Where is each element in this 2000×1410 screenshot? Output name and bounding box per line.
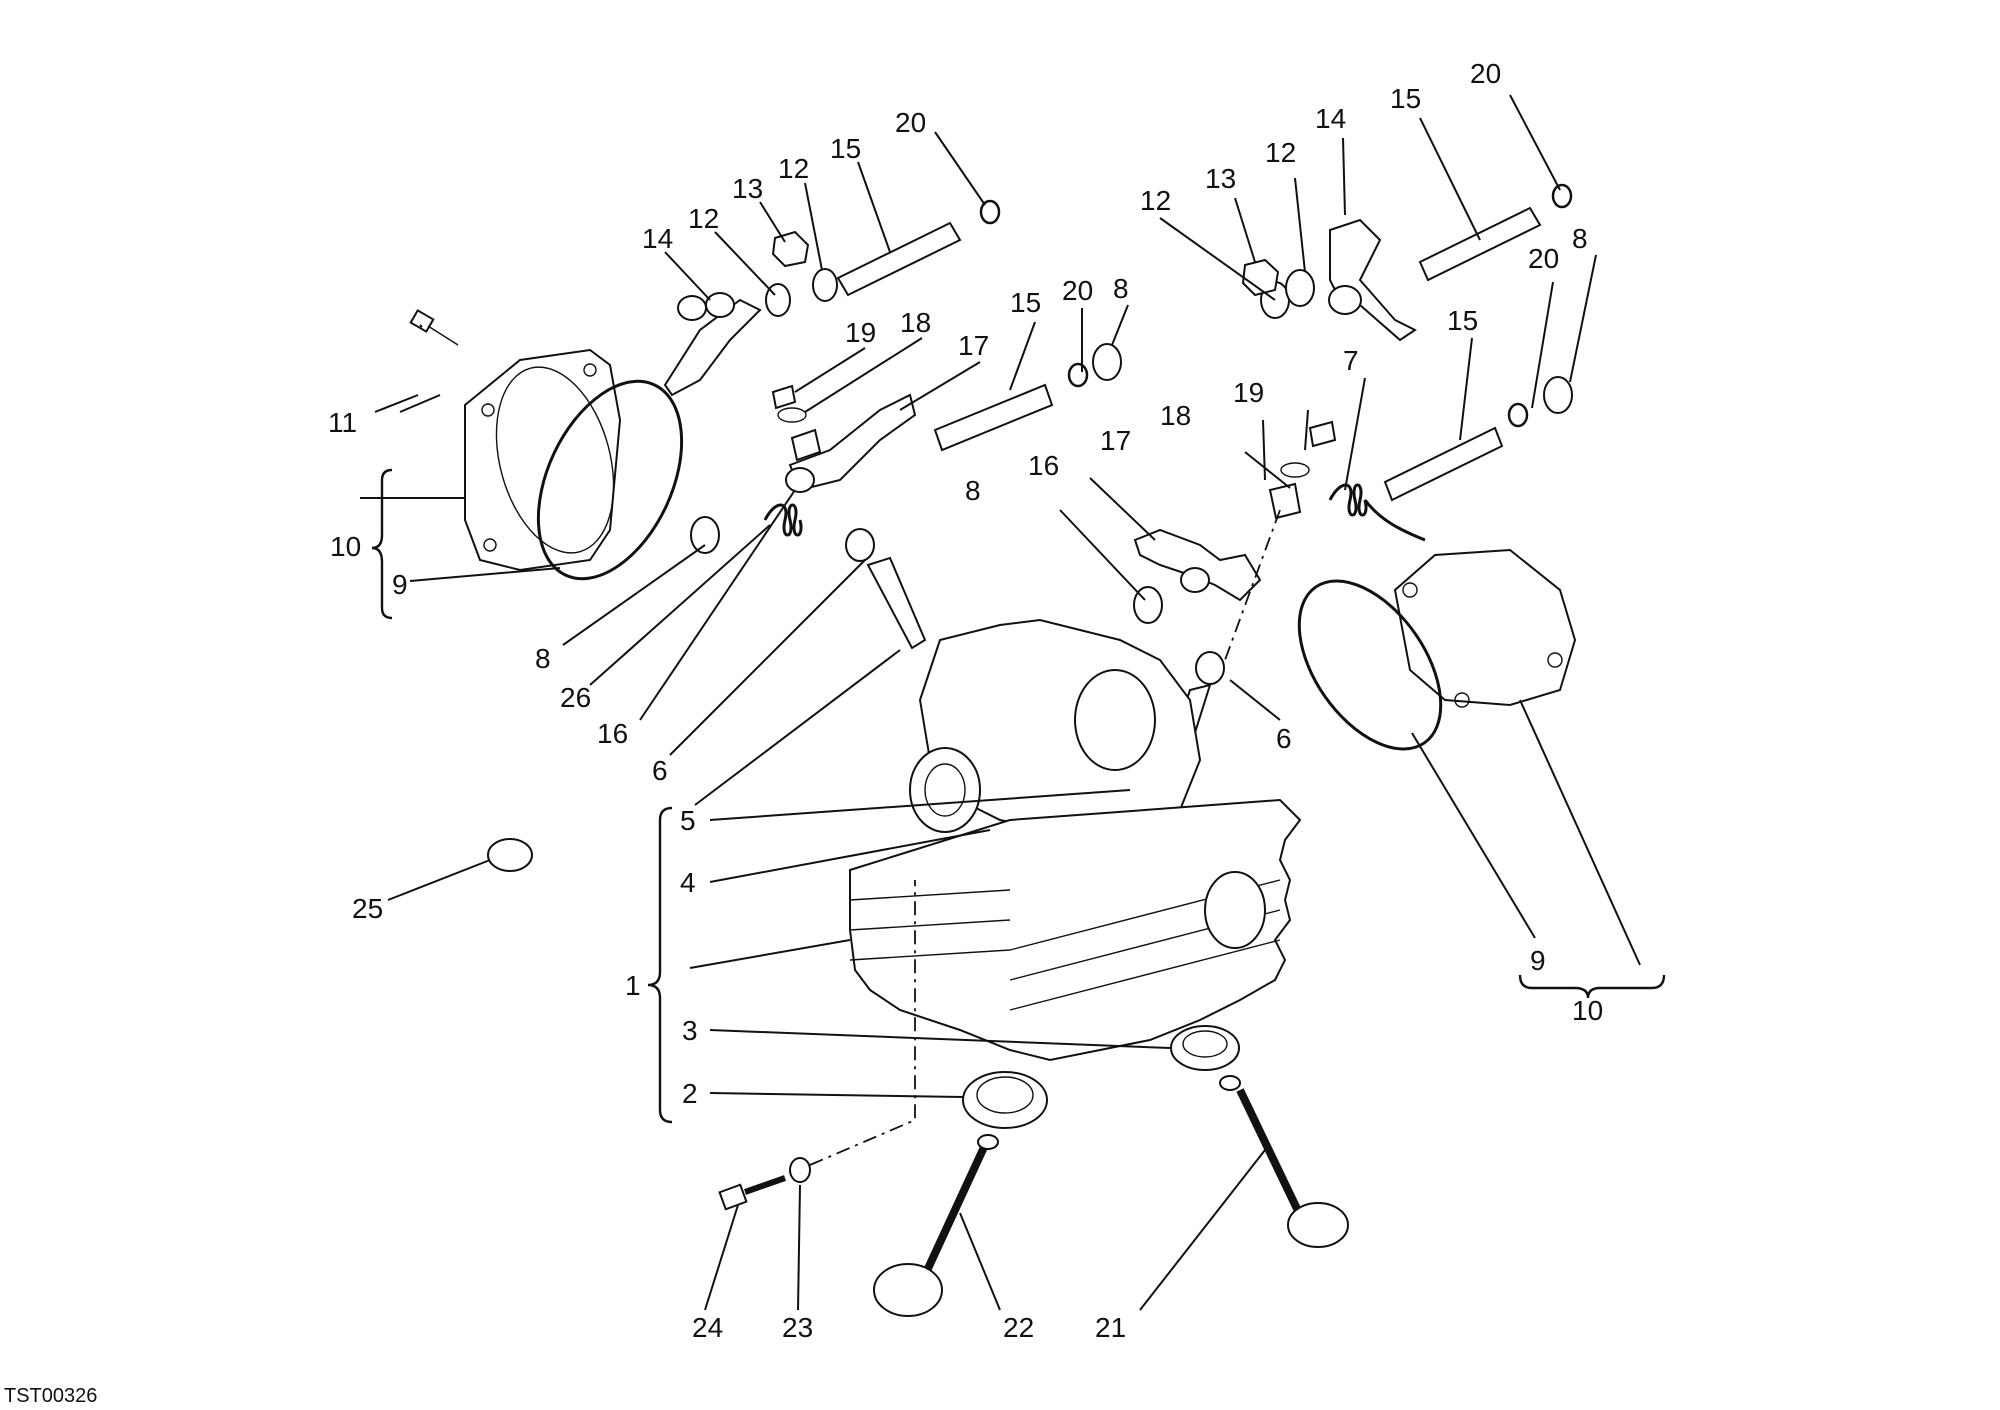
callout-10-left: 10 xyxy=(330,531,361,562)
callout-15-upper-right: 15 xyxy=(1390,83,1421,114)
callout-12-upper-right-a: 12 xyxy=(1265,137,1296,168)
callout-25: 25 xyxy=(352,893,383,924)
right-washer-2-part xyxy=(1285,269,1315,307)
callout-15-upper-left: 15 xyxy=(830,133,861,164)
right-spring-part xyxy=(1328,483,1426,542)
callout-9-left: 9 xyxy=(392,569,408,600)
callout-21: 21 xyxy=(1095,1312,1126,1343)
right-cover-part xyxy=(1393,548,1577,708)
callout-12-upper-right-b: 12 xyxy=(1140,185,1171,216)
callout-11: 11 xyxy=(328,407,357,438)
left-washer-2-part xyxy=(812,268,838,302)
callout-17-left: 17 xyxy=(958,330,989,361)
bolt-24-part xyxy=(718,1175,786,1211)
callout-8-left: 8 xyxy=(535,643,551,674)
callout-13-upper-right: 13 xyxy=(1205,163,1236,194)
left-o-ring-part xyxy=(536,379,684,581)
right-cap-part xyxy=(1308,420,1337,448)
callout-14-upper-right: 14 xyxy=(1315,103,1346,134)
callout-20-right-lower: 20 xyxy=(1528,243,1559,274)
left-cover-part xyxy=(464,348,622,572)
left-upper-shaft-part xyxy=(836,221,962,297)
left-lower-rocker-part xyxy=(785,393,917,493)
callout-15-right-lower: 15 xyxy=(1447,305,1478,336)
right-upper-shaft-part xyxy=(1418,206,1542,282)
callout-12-upper-left-b: 12 xyxy=(688,203,719,234)
valve-21-part xyxy=(1219,1075,1349,1248)
callout-3: 3 xyxy=(682,1015,698,1046)
right-lower-shaft-part xyxy=(1383,426,1504,502)
valve-seal-2-part xyxy=(962,1071,1048,1129)
left-upper-rocker-part xyxy=(663,292,762,397)
callout-10-right: 10 xyxy=(1572,995,1603,1026)
right-lower-circlip-part xyxy=(1507,402,1529,428)
plug-25-part xyxy=(487,838,533,872)
callout-7: 7 xyxy=(1343,345,1359,376)
left-upper-circlip-part xyxy=(979,199,1001,225)
callout-22: 22 xyxy=(1003,1312,1034,1343)
callout-20-upper-right: 20 xyxy=(1470,58,1501,89)
brace-left-cover xyxy=(371,468,393,620)
callout-17-right: 17 xyxy=(1100,425,1131,456)
callout-4: 4 xyxy=(680,867,696,898)
callout-13-upper-left: 13 xyxy=(732,173,763,204)
left-lower-circlip-part xyxy=(1067,362,1089,388)
right-upper-circlip-part xyxy=(1551,183,1573,209)
callout-6-left: 6 xyxy=(652,755,668,786)
callout-5: 5 xyxy=(680,805,696,836)
brace-right-cover xyxy=(1518,974,1666,999)
callout-24: 24 xyxy=(692,1312,723,1343)
left-lower-washer-part xyxy=(1092,343,1122,381)
left-lower-shaft-part xyxy=(933,383,1054,452)
brace-cylinder-head xyxy=(647,806,673,1124)
callout-8-upper-left: 8 xyxy=(1113,273,1129,304)
right-lower-washer-2-part xyxy=(1543,376,1573,414)
right-retainer-part xyxy=(1268,482,1302,520)
valve-seal-3-part xyxy=(1170,1025,1240,1071)
callout-14-upper-left: 14 xyxy=(642,223,673,254)
callout-2: 2 xyxy=(682,1078,698,1109)
callout-23: 23 xyxy=(782,1312,813,1343)
callout-20-left-lower: 20 xyxy=(1062,275,1093,306)
callout-26: 26 xyxy=(560,682,591,713)
left-nut-part xyxy=(771,230,810,268)
left-collet-part xyxy=(777,407,807,423)
left-spring-part xyxy=(763,503,803,537)
callout-12-upper-left-a: 12 xyxy=(778,153,809,184)
left-washer-3-part xyxy=(690,516,720,554)
leader-lines xyxy=(360,94,1641,1311)
valve-22-part xyxy=(873,1134,999,1317)
callout-1: 1 xyxy=(625,970,641,1001)
callout-15-left-lower: 15 xyxy=(1010,287,1041,318)
washer-23-part xyxy=(789,1157,811,1183)
left-valve-guide-part xyxy=(845,528,927,650)
right-collet-part xyxy=(1280,462,1310,478)
left-retainer-part xyxy=(790,428,822,462)
left-screw-part xyxy=(409,309,459,346)
callout-6-right: 6 xyxy=(1276,723,1292,754)
right-nut-part xyxy=(1241,258,1280,297)
callout-18-right: 18 xyxy=(1160,400,1191,431)
callout-19-left: 19 xyxy=(845,317,876,348)
cylinder-head-part xyxy=(849,618,1302,1062)
diagram-code: TST00326 xyxy=(4,1385,97,1407)
left-cap-part xyxy=(771,384,797,410)
callout-18-left: 18 xyxy=(900,307,931,338)
callout-16-left: 16 xyxy=(597,718,628,749)
right-lower-rocker-part xyxy=(1133,528,1262,602)
right-o-ring-part xyxy=(1297,579,1443,751)
callout-20-upper-left: 20 xyxy=(895,107,926,138)
callout-8-upper-right: 8 xyxy=(1572,223,1588,254)
callout-16-right: 16 xyxy=(1028,450,1059,481)
callout-19-right: 19 xyxy=(1233,377,1264,408)
callout-9-right: 9 xyxy=(1530,945,1546,976)
center-line-right-valve xyxy=(1224,509,1281,661)
center-line-bolt xyxy=(809,880,916,1166)
right-upper-rocker-part xyxy=(1328,218,1417,342)
callout-8-right-middle: 8 xyxy=(965,475,981,506)
